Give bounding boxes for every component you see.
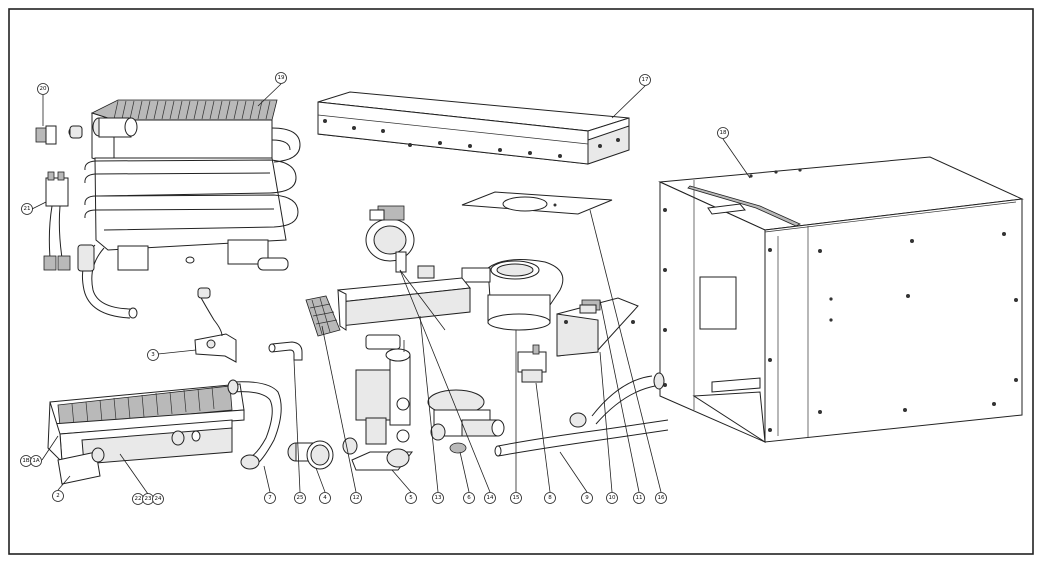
- svg-text:6: 6: [467, 495, 471, 501]
- part-enclosure-box: [658, 156, 1024, 443]
- diagram-border: [8, 8, 1034, 555]
- svg-text:15: 15: [513, 495, 520, 501]
- svg-text:11: 11: [636, 495, 643, 501]
- part-water-hoses: [494, 372, 669, 457]
- callout-1a: 1A: [30, 455, 42, 467]
- callout-15: 15: [510, 492, 522, 504]
- callouts: 20 19 17 18 21 3 1B 1A 2 22 23 24 7 25 4…: [20, 72, 729, 505]
- svg-text:16: 16: [658, 495, 665, 501]
- part-top-cover: [317, 91, 630, 165]
- part-pressure-switch: [365, 205, 446, 331]
- svg-text:12: 12: [353, 495, 360, 501]
- svg-text:25: 25: [297, 495, 304, 501]
- callout-11: 11: [633, 492, 645, 504]
- callout-22: 22: [132, 493, 144, 505]
- svg-text:20: 20: [40, 86, 47, 92]
- part-gas-valve: [342, 334, 414, 471]
- part-igniter-bracket: [157, 287, 237, 363]
- part-hose-elbow: [268, 341, 303, 361]
- callout-14: 14: [484, 492, 496, 504]
- callout-4: 4: [319, 492, 331, 504]
- part-control-board: [556, 297, 639, 357]
- part-relay: [517, 344, 547, 383]
- svg-text:24: 24: [155, 496, 162, 502]
- callout-3: 3: [147, 349, 159, 361]
- callout-17: 17: [639, 74, 651, 86]
- svg-text:1A: 1A: [32, 458, 39, 464]
- callout-8: 8: [544, 492, 556, 504]
- callout-2: 2: [52, 490, 64, 502]
- svg-text:18: 18: [720, 130, 727, 136]
- leader-lines: [31, 83, 751, 495]
- callout-5: 5: [405, 492, 417, 504]
- part-gas-pipe: [227, 379, 282, 470]
- callout-9: 9: [581, 492, 593, 504]
- svg-text:10: 10: [609, 495, 616, 501]
- svg-text:5: 5: [409, 495, 413, 501]
- svg-text:9: 9: [585, 495, 589, 501]
- callout-13: 13: [432, 492, 444, 504]
- callout-12: 12: [350, 492, 362, 504]
- callout-24: 24: [152, 493, 164, 505]
- callout-1b: 1B: [20, 455, 32, 467]
- part-flue-duct: [337, 265, 471, 331]
- part-heat-exchanger: [77, 99, 301, 319]
- part-water-valve: [427, 389, 505, 454]
- callout-19: 19: [275, 72, 287, 84]
- svg-text:17: 17: [642, 77, 649, 83]
- callout-20: 20: [37, 83, 49, 95]
- callout-25: 25: [294, 492, 306, 504]
- callout-16: 16: [655, 492, 667, 504]
- part-gasket-plate: [461, 191, 613, 215]
- callout-6: 6: [463, 492, 475, 504]
- callout-23: 23: [142, 493, 154, 505]
- svg-text:13: 13: [435, 495, 442, 501]
- part-temperature-sensor: [35, 125, 83, 145]
- svg-text:1B: 1B: [22, 458, 29, 464]
- svg-text:4: 4: [323, 495, 327, 501]
- part-mesh-grille: [305, 295, 341, 337]
- part-burner-assembly: [47, 383, 245, 485]
- svg-text:23: 23: [145, 496, 152, 502]
- part-thermal-switch: [43, 171, 71, 271]
- svg-text:22: 22: [135, 496, 142, 502]
- svg-text:2: 2: [56, 493, 60, 499]
- svg-text:19: 19: [278, 75, 285, 81]
- svg-text:14: 14: [487, 495, 494, 501]
- callout-7: 7: [264, 492, 276, 504]
- svg-text:3: 3: [151, 352, 155, 358]
- callout-21: 21: [21, 203, 33, 215]
- callout-18: 18: [717, 127, 729, 139]
- svg-text:7: 7: [268, 495, 272, 501]
- svg-text:8: 8: [548, 495, 552, 501]
- part-blower-fan: [461, 259, 597, 331]
- svg-text:21: 21: [24, 206, 31, 212]
- callout-10: 10: [606, 492, 618, 504]
- part-pipe-coupling: [287, 440, 334, 470]
